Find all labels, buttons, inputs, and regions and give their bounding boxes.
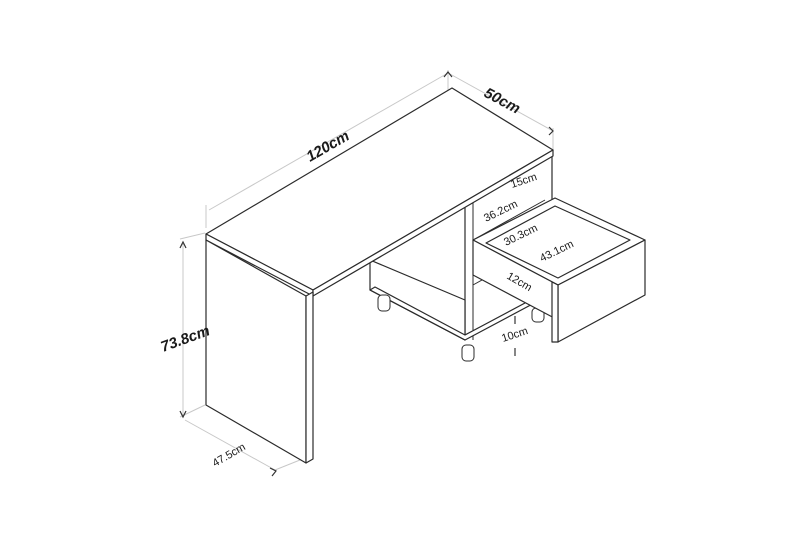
legs (377, 294, 545, 362)
open-drawer (472, 197, 646, 343)
label-height: 73.8cm (159, 322, 213, 355)
label-leg-clearance: 10cm (500, 325, 529, 345)
side-panel (205, 239, 314, 464)
desk-top (205, 87, 554, 297)
label-side-depth: 47.5cm (211, 441, 248, 469)
